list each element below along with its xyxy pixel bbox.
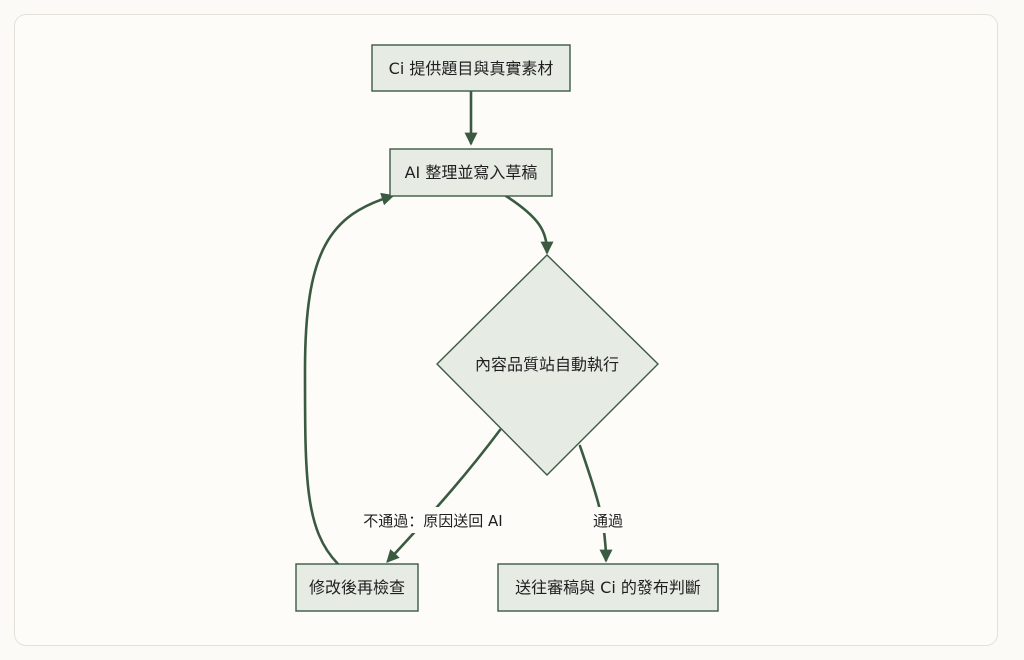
edge-label-pass: 通過 xyxy=(593,512,623,530)
node-provide-label: Ci 提供題目與真實素材 xyxy=(389,59,554,78)
node-provide: Ci 提供題目與真實素材 xyxy=(371,44,571,92)
node-check: 內容品質站自動執行 xyxy=(436,254,659,476)
node-revise: 修改後再檢查 xyxy=(295,563,419,612)
edge-draft-to-check xyxy=(504,194,554,255)
node-review-label: 送往審稿與 Ci 的發布判斷 xyxy=(515,578,701,597)
fail-label-bg xyxy=(346,507,522,533)
node-draft-label: AI 整理並寫入草稿 xyxy=(405,163,538,182)
edge-check-to-revise xyxy=(386,428,502,563)
edge-revise-to-draft xyxy=(303,192,395,566)
edge-check-to-review xyxy=(578,444,613,563)
node-revise-label: 修改後再檢查 xyxy=(309,578,405,597)
node-draft: AI 整理並寫入草稿 xyxy=(389,148,553,197)
pass-label-bg xyxy=(584,507,632,533)
node-review: 送往審稿與 Ci 的發布判斷 xyxy=(497,563,719,612)
node-check-label: 內容品質站自動執行 xyxy=(475,355,619,374)
edge-label-fail: 不通過：原因送回 AI xyxy=(363,512,502,530)
